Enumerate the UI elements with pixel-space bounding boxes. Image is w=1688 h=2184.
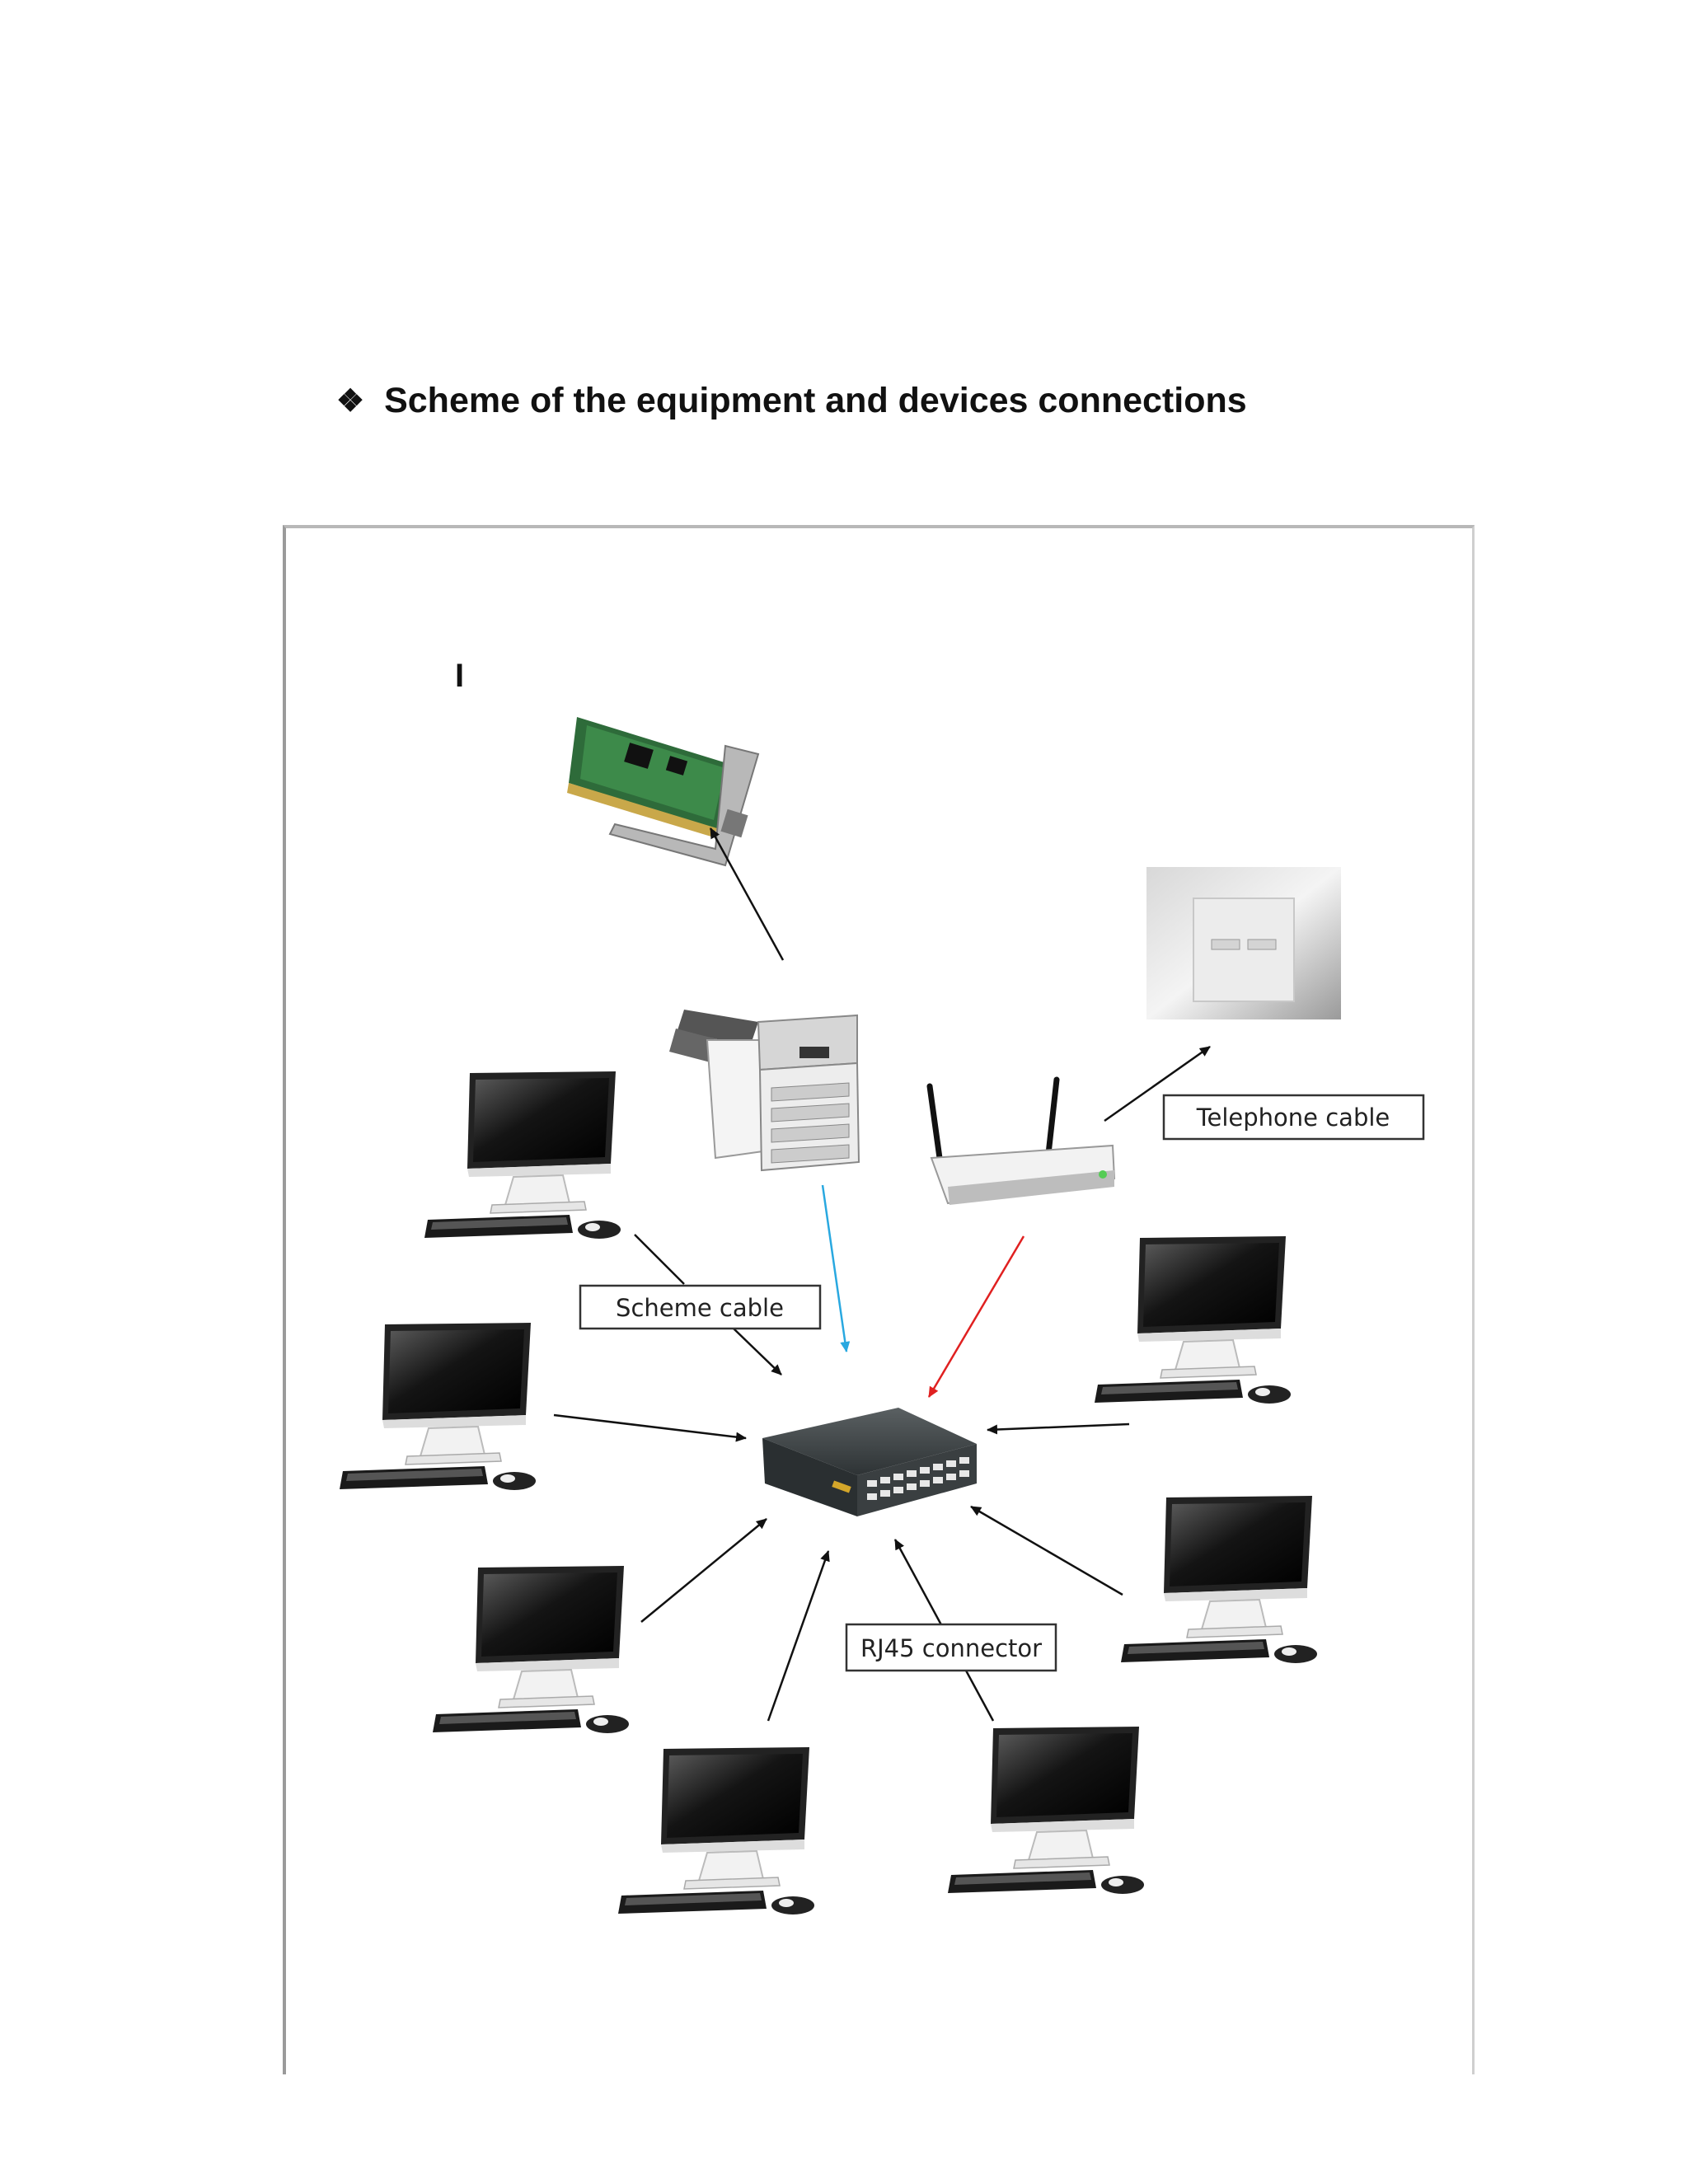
switch-icon <box>762 1408 977 1516</box>
computer-icon <box>424 1071 621 1240</box>
computer-link-arrow <box>987 1422 1130 1435</box>
svg-text:Scheme cable: Scheme cable <box>616 1294 784 1322</box>
router-icon <box>926 1076 1116 1205</box>
computer-link-arrow <box>767 1550 830 1722</box>
telephone-link-arrow <box>1104 1045 1211 1122</box>
connection-lines <box>553 827 1211 1722</box>
nic-link-arrow <box>709 827 785 961</box>
heading-text: Scheme of the equipment and devices conn… <box>384 381 1247 420</box>
scheme-cable-label: Scheme cable <box>579 1284 822 1330</box>
section-heading: ❖ Scheme of the equipment and devices co… <box>336 381 1247 421</box>
telephone-cable-label: Telephone cable <box>1162 1094 1425 1141</box>
computer-link-arrow <box>640 1518 767 1623</box>
computer-link-line <box>634 1234 685 1285</box>
computer-link-arrow <box>733 1328 782 1376</box>
printer-link-arrow <box>821 1184 851 1352</box>
computer-icon <box>1095 1236 1292 1404</box>
computer-icon <box>618 1747 815 1915</box>
printer-icon <box>669 1010 860 1172</box>
computer-link-arrow <box>970 1505 1123 1596</box>
stray-mark: I <box>455 658 465 694</box>
router-link-arrow <box>927 1235 1025 1398</box>
rj45-connector-label: RJ45 connector <box>845 1623 1057 1672</box>
diamond-bullet-icon: ❖ <box>336 384 365 419</box>
computer-link-arrow <box>553 1413 747 1442</box>
computer-icon <box>340 1323 537 1491</box>
computer-icon <box>433 1566 630 1734</box>
computer-icon <box>948 1727 1145 1895</box>
computer-icon <box>1121 1496 1318 1664</box>
svg-text:Telephone cable: Telephone cable <box>1196 1104 1390 1132</box>
telephone-socket-icon <box>1146 867 1341 1019</box>
network-card-icon <box>567 717 760 867</box>
svg-text:RJ45 connector: RJ45 connector <box>860 1634 1042 1662</box>
